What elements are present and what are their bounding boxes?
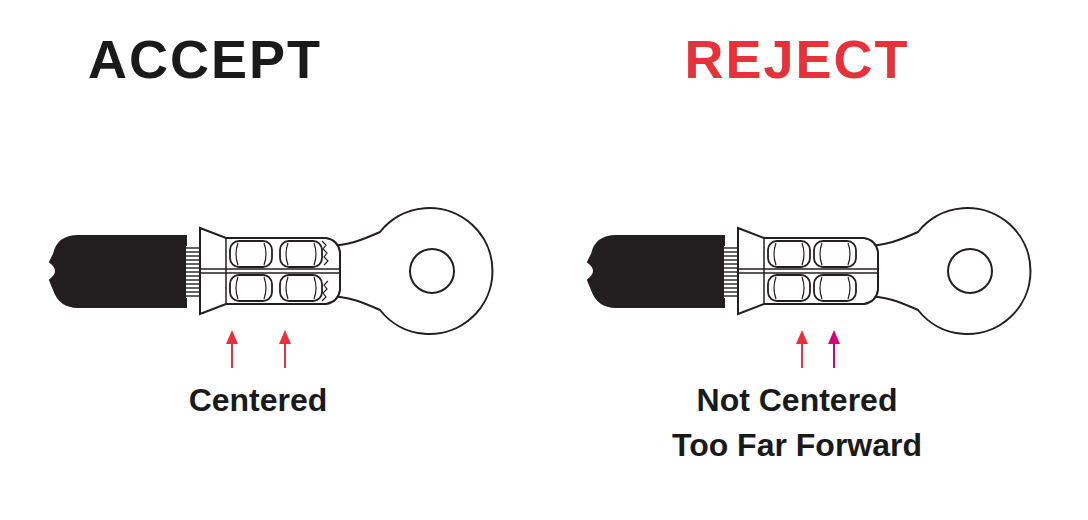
caption-label: Centered: [187, 378, 330, 423]
ring-terminal: [588, 208, 1030, 334]
caption-label: Not Centered Too Far Forward: [659, 378, 935, 468]
crimp-indent: [280, 241, 322, 301]
leader-arrows: [226, 330, 840, 368]
crimp-indent: [768, 241, 810, 301]
strand-ends: [322, 241, 328, 301]
heading: ACCEPT: [86, 28, 325, 90]
crimp-indent: [814, 241, 856, 301]
crimp-indent: [230, 241, 272, 301]
ring-terminal: [50, 208, 492, 334]
heading: REJECT: [682, 28, 912, 90]
